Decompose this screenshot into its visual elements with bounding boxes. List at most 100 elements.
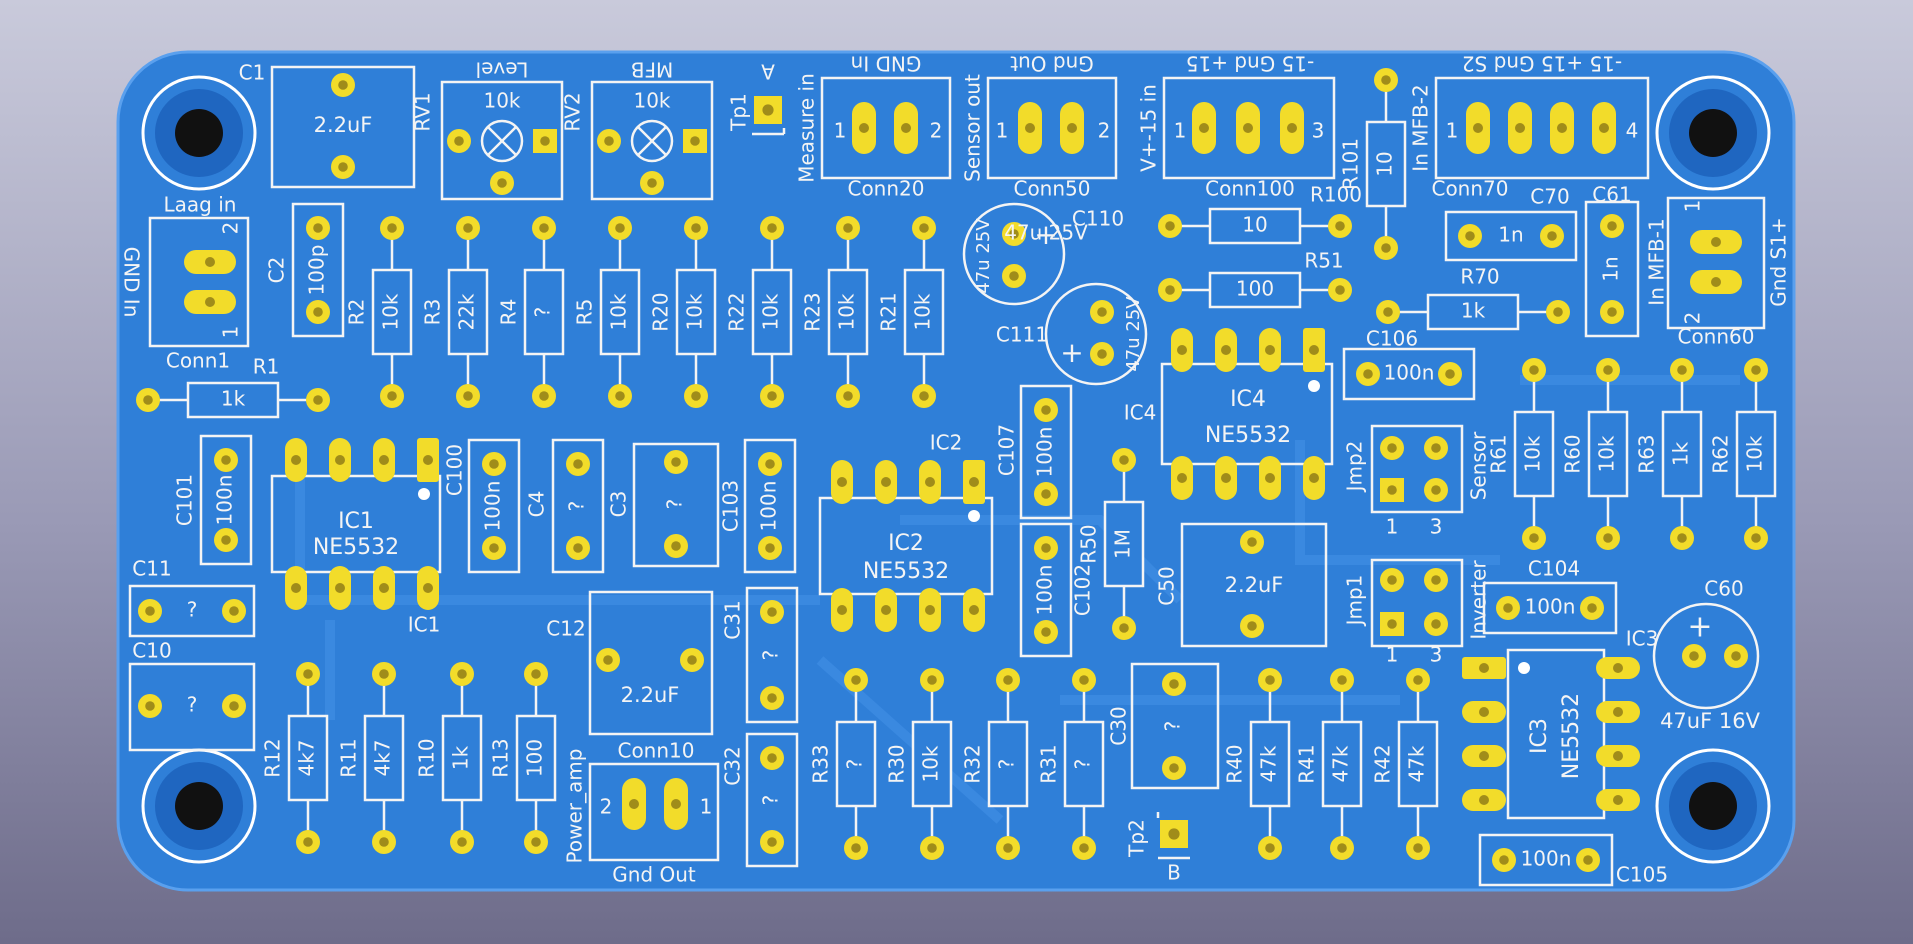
pad-drill (1177, 473, 1187, 483)
pad-drill (1613, 795, 1623, 805)
silk-label: C11 (132, 557, 171, 581)
capacitor-outline (199, 434, 253, 566)
capacitor-outline (632, 442, 720, 568)
silk-label: Laag in (164, 193, 237, 217)
pad-drill (1265, 345, 1275, 355)
silk-label: R51 (1304, 249, 1343, 273)
silk-label: NE5532 (863, 559, 949, 584)
silk-label: 3 (1430, 643, 1443, 667)
silk-label: Inverter (1467, 560, 1491, 640)
silk-label: C107 (995, 424, 1019, 476)
capacitor-outline (270, 65, 416, 189)
pad-drill (1309, 473, 1319, 483)
silk-label: 1 (1446, 119, 1459, 143)
silk-label: 2 (219, 222, 243, 235)
pad-drill (843, 391, 853, 401)
pad-drill (1041, 405, 1051, 415)
pad-drill (1335, 285, 1345, 295)
resistor-body (515, 714, 557, 802)
pad-drill (767, 753, 777, 763)
pad-drill (690, 136, 700, 146)
resistor-value: 22k (455, 293, 479, 330)
capacitor-outline (551, 438, 605, 574)
pad-drill (423, 455, 433, 465)
pad-drill (901, 123, 911, 133)
pad-drill (1387, 619, 1397, 629)
capacitor-outline (291, 202, 345, 338)
pad-drill (531, 669, 541, 679)
pad-drill (1165, 285, 1175, 295)
pad-drill (691, 391, 701, 401)
jumper-outline (1370, 424, 1464, 514)
ref-designator: R23 (801, 292, 825, 331)
silk-label: R100 (1310, 183, 1362, 207)
pad-drill (1119, 623, 1129, 633)
capacitor-value: ? (565, 501, 589, 512)
polarity-plus: + (1687, 610, 1712, 645)
electrolytic-outline (1044, 282, 1148, 386)
pad-drill (229, 606, 239, 616)
capacitor-value: 100n (1033, 427, 1057, 478)
silk-label: R70 (1460, 265, 1499, 289)
pad-drill (1387, 575, 1397, 585)
mounting-hole-ring (141, 75, 257, 191)
pad-drill (1465, 231, 1475, 241)
electrolytic-outline (962, 202, 1066, 306)
silk-label: 1 (1386, 515, 1399, 539)
silk-label: IC4 (1230, 387, 1266, 412)
silk-label: 10k (633, 89, 670, 113)
silk-label: In MFB-2 (1409, 84, 1433, 171)
resistor-value: 10 (1242, 213, 1267, 237)
resistor-value: 4k7 (371, 739, 395, 776)
resistor-body (1397, 720, 1439, 808)
pad-drill (1003, 843, 1013, 853)
polarity-plus: + (1060, 336, 1083, 369)
silk-label: C110 (1072, 207, 1124, 231)
mounting-hole-drill (175, 782, 223, 830)
resistor-value: 47k (1329, 745, 1353, 782)
pad-drill (379, 669, 389, 679)
pad-drill (767, 223, 777, 233)
pad-drill (1025, 123, 1035, 133)
resistor-value: 4k7 (295, 739, 319, 776)
resistor-body (599, 268, 641, 356)
capacitor-value: 100n (1384, 361, 1435, 385)
silk-label: C101 (173, 474, 197, 526)
ic-outline (1160, 362, 1334, 466)
resistor-value: ? (531, 307, 555, 318)
capacitor-outline (128, 662, 256, 752)
silk-label: C3 (607, 491, 631, 518)
resistor-value: 10k (683, 293, 707, 330)
silk-label: C61 (1592, 183, 1631, 207)
silk-label: C32 (721, 746, 745, 785)
pad-drill (671, 457, 681, 467)
pad-drill (1613, 663, 1623, 673)
mounting-hole-drill (175, 109, 223, 157)
pad-drill (489, 543, 499, 553)
pad-drill (338, 162, 348, 172)
silk-label: NE5532 (313, 535, 399, 560)
ref-designator: R50 (1077, 524, 1101, 563)
resistor-value: 1M (1111, 529, 1135, 559)
pad-drill (497, 178, 507, 188)
silk-label: IC2 (930, 431, 963, 455)
pad-drill (881, 605, 891, 615)
silk-label: Conn60 (1677, 325, 1754, 349)
pad-drill (1479, 751, 1489, 761)
wiper-symbol (480, 119, 524, 163)
pad-drill (1431, 443, 1441, 453)
pad-drill (927, 843, 937, 853)
pad-drill (765, 543, 775, 553)
capacitor-outline (1444, 210, 1578, 262)
pad-drill (1309, 345, 1319, 355)
silk-label: C10 (132, 639, 171, 663)
pad-drill (1413, 843, 1423, 853)
silk-label: 1 (1386, 643, 1399, 667)
pad-drill (604, 136, 614, 146)
silk-label: Conn70 (1431, 177, 1508, 201)
potentiometer-outline (440, 80, 564, 201)
pad-drill (463, 223, 473, 233)
pad-drill (454, 136, 464, 146)
pad-drill (539, 391, 549, 401)
